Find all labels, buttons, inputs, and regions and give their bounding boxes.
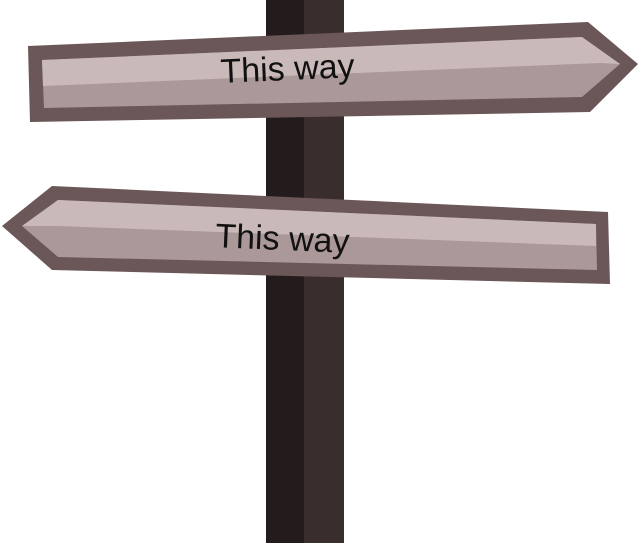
sign-right-face-light: [42, 37, 620, 86]
sign-arrow-left: This way: [2, 186, 610, 284]
sign-left-label: This way: [215, 217, 351, 261]
sign-arrow-right: This way: [28, 22, 638, 122]
sign-right-label: This way: [220, 47, 356, 91]
sign-left-face-light: [22, 200, 596, 246]
